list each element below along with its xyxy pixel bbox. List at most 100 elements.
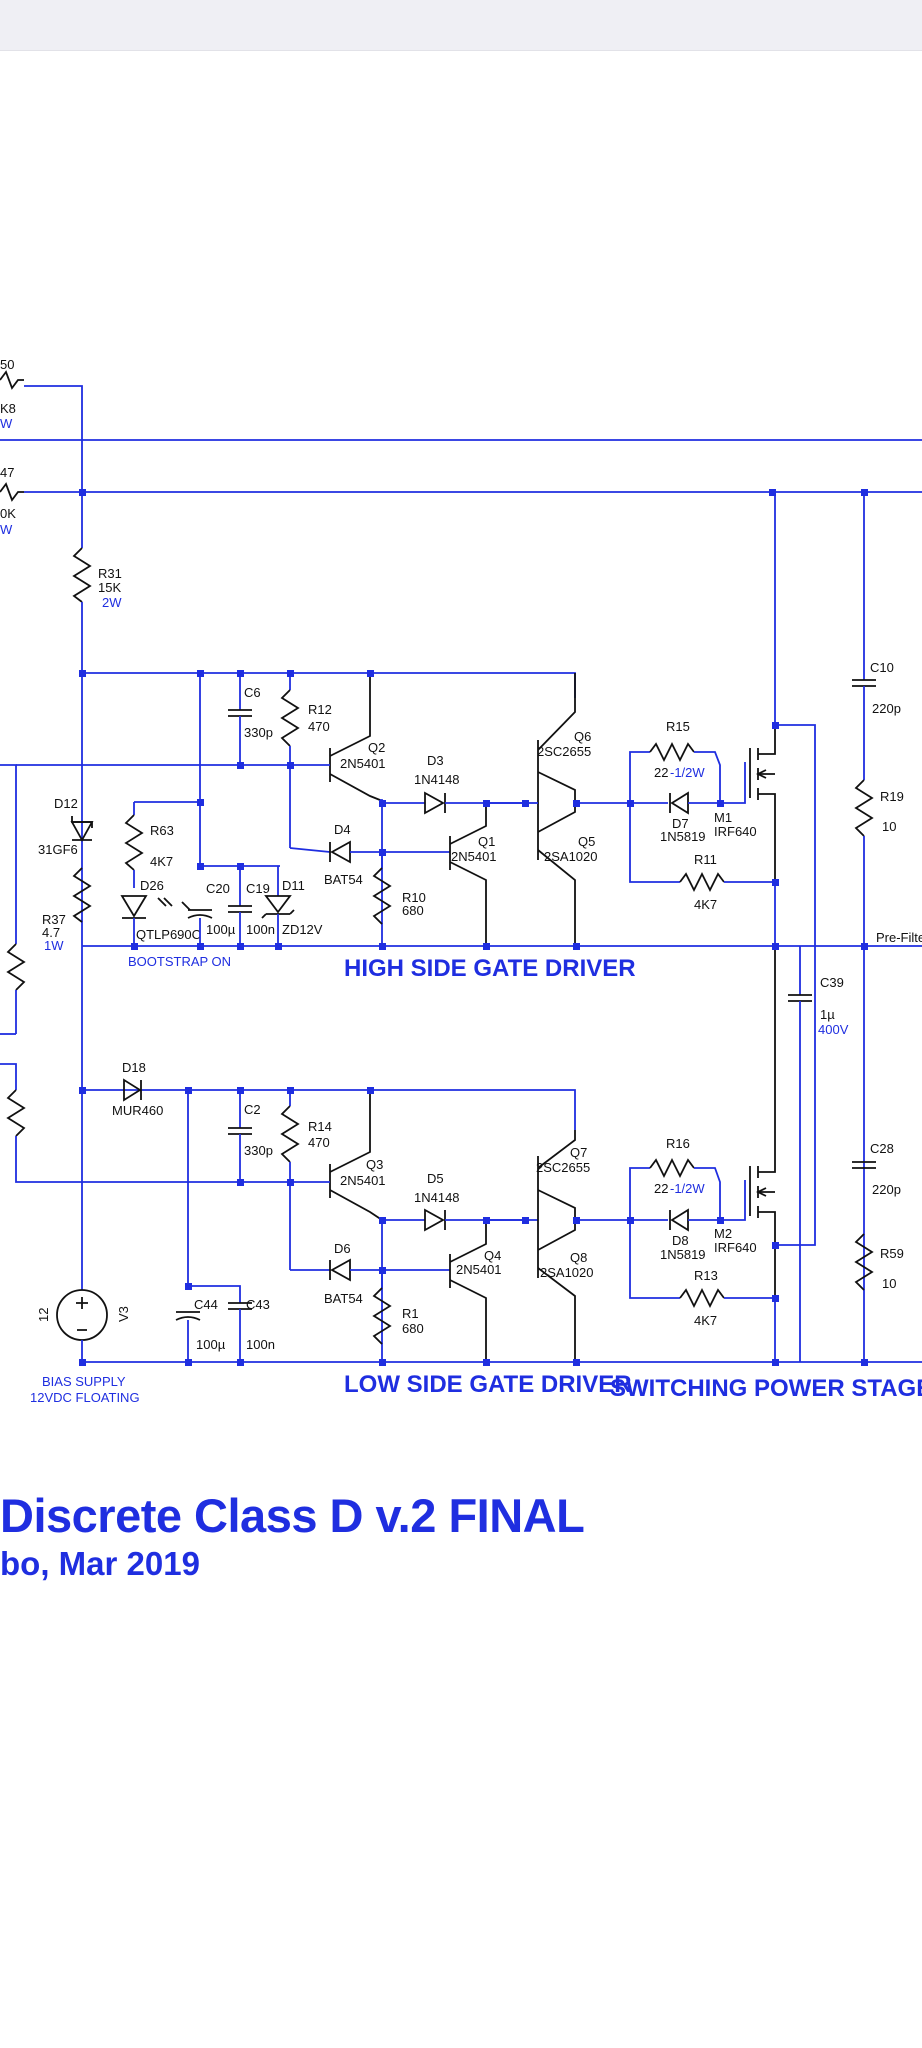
r59-ref: R59 — [880, 1246, 904, 1261]
q6-value: 2SC2655 — [537, 744, 591, 759]
r63-ref: R63 — [150, 823, 174, 838]
capacitor-c10: C10 220p — [852, 492, 901, 780]
d5-value: 1N4148 — [414, 1190, 460, 1205]
q5-value: 2SA1020 — [544, 849, 598, 864]
voltage-source-v3: 12 V3 — [36, 1090, 131, 1362]
d26-value: QTLP690C — [136, 927, 201, 942]
m1-ref: M1 — [714, 810, 732, 825]
d4-ref: D4 — [334, 822, 351, 837]
resistor-r12: R12 470 — [280, 673, 332, 848]
transistor-q7: Q7 2SC2655 — [486, 1130, 590, 1278]
d8-ref: D8 — [672, 1233, 689, 1248]
q4-ref: Q4 — [484, 1248, 501, 1263]
q3-value: 2N5401 — [340, 1173, 386, 1188]
q8-ref: Q8 — [570, 1250, 587, 1265]
q6-ref: Q6 — [574, 729, 591, 744]
c20-ref: C20 — [206, 881, 230, 896]
diagram-subtitle: bo, Mar 2019 — [0, 1545, 200, 1582]
d6-value: BAT54 — [324, 1291, 363, 1306]
v3-ref: V3 — [116, 1306, 131, 1322]
d3-ref: D3 — [427, 753, 444, 768]
capacitor-c2: C2 330p — [228, 1090, 273, 1182]
c43-value: 100n — [246, 1337, 275, 1352]
d26-ref: D26 — [140, 878, 164, 893]
r-mid-value: 0K — [0, 506, 16, 521]
m2-value: IRF640 — [714, 1240, 757, 1255]
r-top-power: W — [0, 416, 13, 431]
diode-d18: D18 MUR460 — [112, 1060, 163, 1118]
d12-ref: D12 — [54, 796, 78, 811]
capacitor-c43: C43 100n — [228, 1297, 275, 1362]
top-resistors-fragment: 50 K8 W 47 0K W — [0, 357, 922, 537]
d4-value: BAT54 — [324, 872, 363, 887]
r19-ref: R19 — [880, 789, 904, 804]
diode-d6: D6 BAT54 — [290, 1241, 382, 1306]
r63-value: 4K7 — [150, 854, 173, 869]
r-top-value: K8 — [0, 401, 16, 416]
r15-ref: R15 — [666, 719, 690, 734]
c39-value: 1µ — [820, 1007, 835, 1022]
transistor-q1: Q1 2N5401 — [382, 803, 497, 946]
r10-ref: R10 — [402, 890, 426, 905]
r19-value: 10 — [882, 819, 896, 834]
browser-top-bar — [0, 0, 922, 51]
resistor-r16: R16 22 -1/2W — [629, 1136, 721, 1220]
q1-value: 2N5401 — [451, 849, 497, 864]
resistor-r10: R10 680 — [372, 852, 426, 925]
diagram-title: Discrete Class D v.2 FINAL — [0, 1489, 585, 1542]
mosfet-m2: M2 IRF640 — [714, 946, 776, 1298]
bias-supply-sublabel: 12VDC FLOATING — [30, 1390, 140, 1405]
r-mid-ref: 47 — [0, 465, 14, 480]
r12-value: 470 — [308, 719, 330, 734]
r15-power: -1/2W — [670, 765, 705, 780]
low-side-label: LOW SIDE GATE DRIVER — [344, 1371, 632, 1398]
capacitor-c6: C6 330p — [228, 673, 273, 765]
resistor-r59: R59 10 — [854, 1233, 904, 1291]
resistor-r1: R1 680 — [372, 1270, 424, 1345]
r14-value: 470 — [308, 1135, 330, 1150]
d7-ref: D7 — [672, 816, 689, 831]
r10-value: 680 — [402, 903, 424, 918]
diode-d3: D3 1N4148 — [382, 753, 525, 815]
r37-value: 4.7 — [42, 925, 60, 940]
r1-value: 680 — [402, 1321, 424, 1336]
diode-d5: D5 1N4148 — [382, 1171, 525, 1232]
d18-value: MUR460 — [112, 1103, 163, 1118]
resistor-r31: R31 15K 2W — [72, 492, 122, 1090]
c10-ref: C10 — [870, 660, 894, 675]
c2-value: 330p — [244, 1143, 273, 1158]
r31-value: 15K — [98, 580, 121, 595]
r11-value: 4K7 — [694, 897, 717, 912]
r59-value: 10 — [882, 1276, 896, 1291]
diode-d7: D7 1N5819 — [630, 791, 720, 844]
c19-value: 100n — [246, 922, 275, 937]
q7-ref: Q7 — [570, 1145, 587, 1160]
r-top-ref: 50 — [0, 357, 14, 372]
c6-ref: C6 — [244, 685, 261, 700]
transistor-q2: Q2 2N5401 — [290, 673, 386, 946]
diode-d8: D8 1N5819 — [630, 1208, 720, 1262]
d12-value: 31GF6 — [38, 842, 78, 857]
c39-ref: C39 — [820, 975, 844, 990]
prefilter-label: Pre-Filte — [876, 930, 922, 945]
transistor-q3: Q3 2N5401 — [290, 1090, 386, 1362]
junction-dots — [79, 489, 868, 1366]
q3-ref: Q3 — [366, 1157, 383, 1172]
transistor-q8: Q8 2SA1020 — [537, 1220, 594, 1362]
power-stage-label: SWITCHING POWER STAGE — [610, 1375, 922, 1402]
c28-ref: C28 — [870, 1141, 894, 1156]
resistor-r13: R13 4K7 — [629, 1220, 775, 1328]
mosfet-m1: M1 IRF640 — [714, 725, 776, 882]
d6-ref: D6 — [334, 1241, 351, 1256]
transistor-q4: Q4 2N5401 — [382, 1220, 502, 1362]
r14-ref: R14 — [308, 1119, 332, 1134]
capacitor-c28: C28 220p — [852, 1141, 901, 1197]
m1-value: IRF640 — [714, 824, 757, 839]
q2-value: 2N5401 — [340, 756, 386, 771]
d11-value: ZD12V — [282, 922, 323, 937]
d18-ref: D18 — [122, 1060, 146, 1075]
q4-value: 2N5401 — [456, 1262, 502, 1277]
c39-voltage: 400V — [818, 1022, 849, 1037]
q7-value: 2SC2655 — [536, 1160, 590, 1175]
c44-value: 100µ — [196, 1337, 226, 1352]
